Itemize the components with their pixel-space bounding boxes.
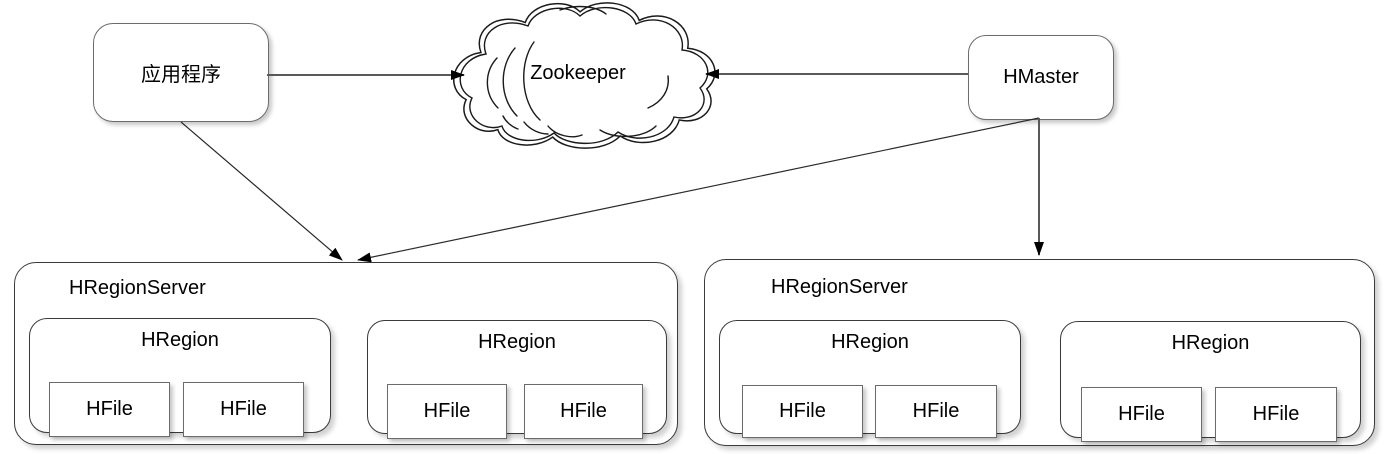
region-server-2: HRegionServer HRegion HFile HFile HRegio…	[704, 259, 1375, 446]
region-server-1-label: HRegionServer	[69, 277, 206, 299]
application-label: 应用程序	[141, 64, 221, 86]
hfile-label: HFile	[560, 400, 607, 422]
hfile-label: HFile	[423, 400, 471, 422]
hfile-label: HFile	[220, 398, 267, 420]
hfile-node: HFile	[524, 384, 643, 439]
hregion-label: HRegion	[141, 329, 219, 351]
hfile-node: HFile	[742, 385, 863, 438]
hregion-label: HRegion	[1171, 332, 1250, 354]
hmaster-label: HMaster	[1003, 66, 1079, 88]
hfile-label: HFile	[1118, 403, 1165, 425]
hregion-node: HRegion HFile HFile	[1060, 321, 1361, 442]
hregion-node: HRegion HFile HFile	[719, 320, 1021, 438]
hfile-node: HFile	[183, 382, 304, 437]
hregion-label: HRegion	[831, 331, 909, 353]
hregion-label: HRegion	[478, 331, 556, 353]
application-node: 应用程序	[93, 23, 269, 122]
arrow-hmaster-to-regionserver-1	[357, 117, 1040, 263]
region-server-2-label: HRegionServer	[771, 276, 908, 298]
hregion-node: HRegion HFile HFile	[29, 318, 331, 437]
hfile-node: HFile	[1081, 387, 1202, 442]
hfile-node: HFile	[49, 382, 170, 437]
hmaster-node: HMaster	[968, 35, 1114, 120]
hfile-label: HFile	[779, 400, 826, 422]
region-server-1: HRegionServer HRegion HFile HFile HRegio…	[14, 262, 678, 445]
hfile-node: HFile	[387, 384, 507, 439]
hfile-node: HFile	[875, 385, 997, 438]
hfile-label: HFile	[1252, 403, 1300, 425]
hfile-label: HFile	[912, 400, 960, 422]
hfile-label: HFile	[86, 398, 133, 420]
zookeeper-label: Zookeeper	[530, 62, 626, 84]
hfile-node: HFile	[1215, 387, 1337, 442]
hregion-node: HRegion HFile HFile	[367, 320, 667, 439]
arrow-app-to-regionserver-1	[180, 121, 343, 261]
